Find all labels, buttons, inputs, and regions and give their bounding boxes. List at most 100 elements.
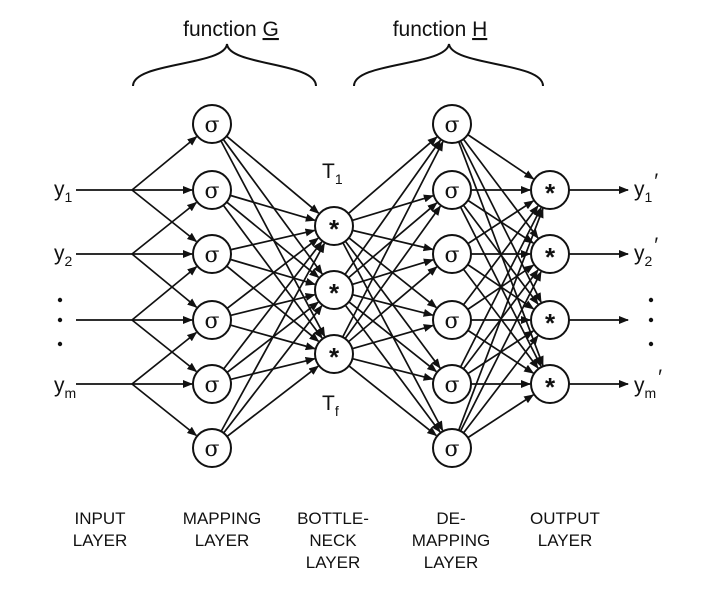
input-to-mapping-edge <box>131 136 198 191</box>
input-to-mapping-edge <box>131 189 198 243</box>
output-node <box>530 170 570 210</box>
demapping-to-output-edge <box>457 207 544 431</box>
mapping-to-bottleneck-edge <box>229 258 316 286</box>
mapping-to-bottleneck-edge <box>220 140 326 338</box>
demapping-node-symbol: σ <box>444 437 459 462</box>
input-label: y2 <box>54 242 73 269</box>
input-to-mapping-edge <box>131 383 198 437</box>
output-node-symbol: * <box>545 242 556 272</box>
mapping-node-symbol: σ <box>204 373 219 398</box>
output-node-symbol: * <box>545 178 556 208</box>
bottleneck-to-demapping-edge <box>344 139 442 276</box>
demapping-to-output-edge <box>462 335 539 434</box>
demapping-node <box>432 364 472 404</box>
mapping-node-symbol: σ <box>204 113 219 138</box>
demapping-to-output-edge <box>467 394 535 439</box>
bottleneck-bottom-label: Tf <box>322 392 339 419</box>
mapping-to-bottleneck-edge <box>226 135 320 214</box>
bottleneck-top-label: T1 <box>322 160 343 187</box>
mapping-to-bottleneck-edge <box>226 237 319 310</box>
input-ellipsis-dot <box>57 317 63 323</box>
mapping-node <box>192 364 232 404</box>
input-to-mapping-edge <box>131 201 198 255</box>
mapping-node-symbol: σ <box>204 309 219 334</box>
demapping-node <box>432 104 472 144</box>
bottleneck-to-demapping-edge <box>347 266 438 343</box>
output-label: y2′ <box>634 234 658 269</box>
mapping-node-symbol: σ <box>204 179 219 204</box>
output-node-symbol: * <box>545 372 556 402</box>
demapping-node <box>432 428 472 468</box>
bottleneck-node <box>314 334 354 374</box>
mapping-node <box>192 170 232 210</box>
mapping-node <box>192 300 232 340</box>
mapping-to-bottleneck-edge <box>230 228 316 251</box>
output-ellipsis-dot <box>648 317 654 323</box>
bottleneck-to-demapping-edge <box>341 140 444 338</box>
mapping-to-bottleneck-edge <box>226 365 319 438</box>
demapping-to-output-edge <box>467 133 535 180</box>
bottleneck-to-demapping-edge <box>344 205 442 340</box>
mapping-to-bottleneck-edge <box>222 241 323 370</box>
output-node <box>530 364 570 404</box>
input-to-mapping-edge <box>131 319 198 373</box>
function-h-label: function H <box>393 18 488 41</box>
mapping-node-symbol: σ <box>204 437 219 462</box>
bottleneck-labels: T1 Tf <box>322 160 343 419</box>
mapping-to-bottleneck-edge <box>222 138 323 275</box>
demapping-node-symbol: σ <box>444 243 459 268</box>
bottleneck-to-demapping-edge <box>352 324 434 350</box>
demapping-to-output-edge <box>467 200 535 245</box>
bottleneck-to-demapping-edge <box>348 365 438 437</box>
mapping-to-bottleneck-edge <box>222 305 323 434</box>
demapping-node <box>432 170 472 210</box>
demapping-to-output-edge <box>459 206 542 368</box>
input-to-mapping-edge <box>131 266 198 321</box>
function-g-brace <box>132 43 317 87</box>
mapping-node <box>192 428 232 468</box>
demapping-node-symbol: σ <box>444 179 459 204</box>
connections <box>76 133 629 439</box>
output-label: ym′ <box>634 366 662 401</box>
function-h-brace <box>353 43 544 87</box>
mapping-to-bottleneck-edge <box>226 265 320 342</box>
function-labels: function G function H <box>183 18 487 41</box>
nodes: σ σ σ σ σ σ * * * σ σ σ σ σ σ * * * * <box>192 104 570 468</box>
bottleneck-node <box>314 206 354 246</box>
mapping-node <box>192 104 232 144</box>
input-ellipsis-dot <box>57 297 63 303</box>
input-label: ym <box>54 374 76 401</box>
mapping-node-symbol: σ <box>204 243 219 268</box>
bottleneck-node-symbol: * <box>329 214 340 244</box>
bottleneck-to-demapping-edge <box>352 357 434 381</box>
demapping-to-output-edge <box>462 205 539 306</box>
input-to-mapping-edge <box>131 253 198 308</box>
output-ellipsis-dot <box>648 297 654 303</box>
function-braces <box>132 43 544 87</box>
bottleneck-node-symbol: * <box>329 278 340 308</box>
demapping-node <box>432 234 472 274</box>
input-label: y1 <box>54 178 73 205</box>
bottleneck-node <box>314 270 354 310</box>
function-g-label: function G <box>183 18 279 41</box>
mapping-node <box>192 234 232 274</box>
output-node <box>530 300 570 340</box>
mapping-to-bottleneck-edge <box>229 194 316 222</box>
output-node-symbol: * <box>545 308 556 338</box>
output-node <box>530 234 570 274</box>
demapping-node-symbol: σ <box>444 113 459 138</box>
bottleneck-node-symbol: * <box>329 342 340 372</box>
output-label: y1′ <box>634 170 658 205</box>
demapping-node <box>432 300 472 340</box>
demapping-to-output-edge <box>459 270 542 432</box>
input-ellipsis-dot <box>57 341 63 347</box>
demapping-node-symbol: σ <box>444 309 459 334</box>
demapping-node-symbol: σ <box>444 373 459 398</box>
